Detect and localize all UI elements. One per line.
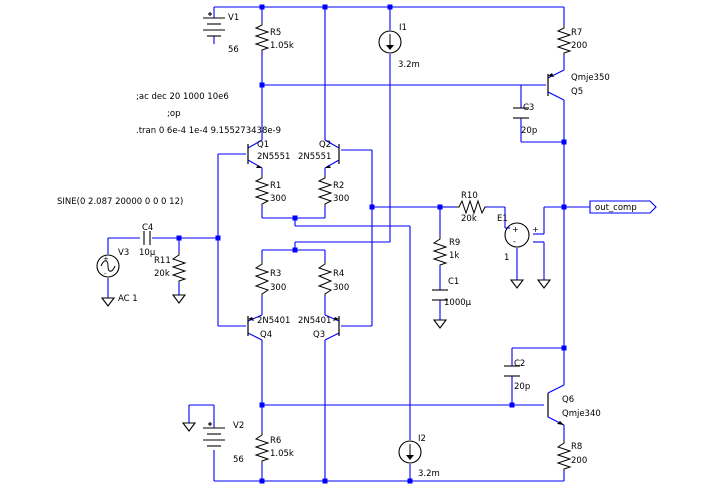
ac-directive[interactable]: ;ac dec 20 1000 10e6 <box>136 92 229 102</box>
Q4-model: 2N5401 <box>257 316 290 326</box>
resistor-R3[interactable] <box>254 261 270 296</box>
E1-name: E1 <box>497 214 508 224</box>
R2-name: R2 <box>333 181 344 191</box>
V2-value: 56 <box>233 455 244 465</box>
R10-name: R10 <box>461 191 478 201</box>
transistor-Q3[interactable] <box>333 316 340 336</box>
V3-name: V3 <box>118 248 129 258</box>
R2-value: 300 <box>333 194 349 204</box>
transistor-Q1[interactable] <box>247 144 262 168</box>
Q6-name: Q6 <box>562 395 574 405</box>
R7-name: R7 <box>571 28 582 38</box>
C3-value: 20p <box>521 126 537 136</box>
capacitor-C4[interactable] <box>143 231 151 245</box>
resistor-R6[interactable] <box>254 432 270 463</box>
resistor-R1[interactable] <box>254 175 270 206</box>
V1-value: 56 <box>228 45 239 55</box>
resistor-R5[interactable] <box>254 22 270 52</box>
R5-value: 1.05k <box>270 41 294 51</box>
R1-value: 300 <box>270 194 286 204</box>
transistor-Q4[interactable] <box>247 316 254 336</box>
R11-value: 20k <box>154 269 170 279</box>
R6-name: R6 <box>270 436 281 446</box>
R9-name: R9 <box>449 238 460 248</box>
R7-value: 200 <box>571 41 587 51</box>
op-directive[interactable]: ;op <box>167 109 180 119</box>
current-source-I1[interactable] <box>378 30 402 54</box>
Q1-model: 2N5551 <box>257 152 290 162</box>
R3-value: 300 <box>270 283 286 293</box>
supply-V2[interactable] <box>203 422 225 447</box>
C1-name: C1 <box>448 277 459 287</box>
svg-text:+: + <box>103 255 109 263</box>
Q2-name: Q2 <box>319 140 331 150</box>
voltage-source-E1[interactable]: + - + - <box>504 222 539 248</box>
V3-value: AC 1 <box>118 294 138 304</box>
C1-value: 1000µ <box>444 298 472 308</box>
wires <box>107 6 590 482</box>
R4-name: R4 <box>333 269 344 279</box>
R6-value: 1.05k <box>270 449 294 459</box>
C3-name: C3 <box>523 103 534 113</box>
resistor-R8[interactable] <box>556 440 572 470</box>
svg-text:-: - <box>104 270 107 278</box>
C2-value: 20p <box>514 382 530 392</box>
supply-V1[interactable] <box>203 12 225 37</box>
tran-directive[interactable]: .tran 0 6e-4 1e-4 9.155273438e-9 <box>136 126 281 136</box>
Q5-name: Q5 <box>571 87 583 97</box>
R4-value: 300 <box>333 283 349 293</box>
I2-value: 3.2m <box>418 469 440 479</box>
Q2-model: 2N5551 <box>298 152 331 162</box>
E1-value: 1 <box>504 253 509 263</box>
V2-name: V2 <box>233 421 244 431</box>
transistor-Q6[interactable] <box>547 393 564 425</box>
I1-name: I1 <box>399 23 407 33</box>
C4-name: C4 <box>142 223 153 233</box>
Q5-model: Qmje350 <box>571 73 610 83</box>
R8-name: R8 <box>571 442 582 452</box>
resistor-R11[interactable] <box>171 252 187 283</box>
net-label-out-comp[interactable]: out_comp <box>589 200 657 214</box>
ground-icon <box>100 279 552 432</box>
I1-value: 3.2m <box>398 60 420 70</box>
resistor-R9[interactable] <box>432 236 448 266</box>
resistor-R4[interactable] <box>317 261 333 296</box>
current-source-I2[interactable] <box>398 440 422 464</box>
svg-text:-: - <box>513 237 516 246</box>
Q3-name: Q3 <box>313 330 325 340</box>
capacitor-C3[interactable] <box>513 107 529 119</box>
R5-name: R5 <box>270 28 281 38</box>
resistor-R2[interactable] <box>317 175 333 206</box>
transistor-Q5[interactable] <box>547 73 554 96</box>
Q6-model: Qmje340 <box>562 409 601 419</box>
V1-name: V1 <box>228 13 239 23</box>
sine-source-spec: SINE(0 2.087 20000 0 0 0 12) <box>57 197 183 207</box>
R10-value: 20k <box>461 214 477 224</box>
output-label: out_comp <box>595 203 637 213</box>
Q1-name: Q1 <box>257 140 269 150</box>
junction-dots <box>176 4 567 484</box>
capacitor-C2[interactable] <box>504 365 520 377</box>
R9-value: 1k <box>449 251 459 261</box>
R11-name: R11 <box>154 256 171 266</box>
I2-name: I2 <box>418 434 426 444</box>
signal-source-V3[interactable]: + - <box>96 254 120 278</box>
R1-name: R1 <box>270 181 281 191</box>
Q3-model: 2N5401 <box>298 316 331 326</box>
transistor-Q2[interactable] <box>325 144 340 168</box>
svg-text:-: - <box>533 237 536 246</box>
svg-text:+: + <box>512 225 519 234</box>
resistor-R10[interactable] <box>456 199 486 215</box>
C4-value: 10µ <box>139 248 156 258</box>
svg-text:+: + <box>532 225 539 234</box>
C2-name: C2 <box>514 359 525 369</box>
resistor-R7[interactable] <box>556 25 572 55</box>
Q4-name: Q4 <box>260 330 272 340</box>
capacitor-C1[interactable] <box>432 289 448 301</box>
R3-name: R3 <box>270 269 281 279</box>
R8-value: 200 <box>571 456 587 466</box>
